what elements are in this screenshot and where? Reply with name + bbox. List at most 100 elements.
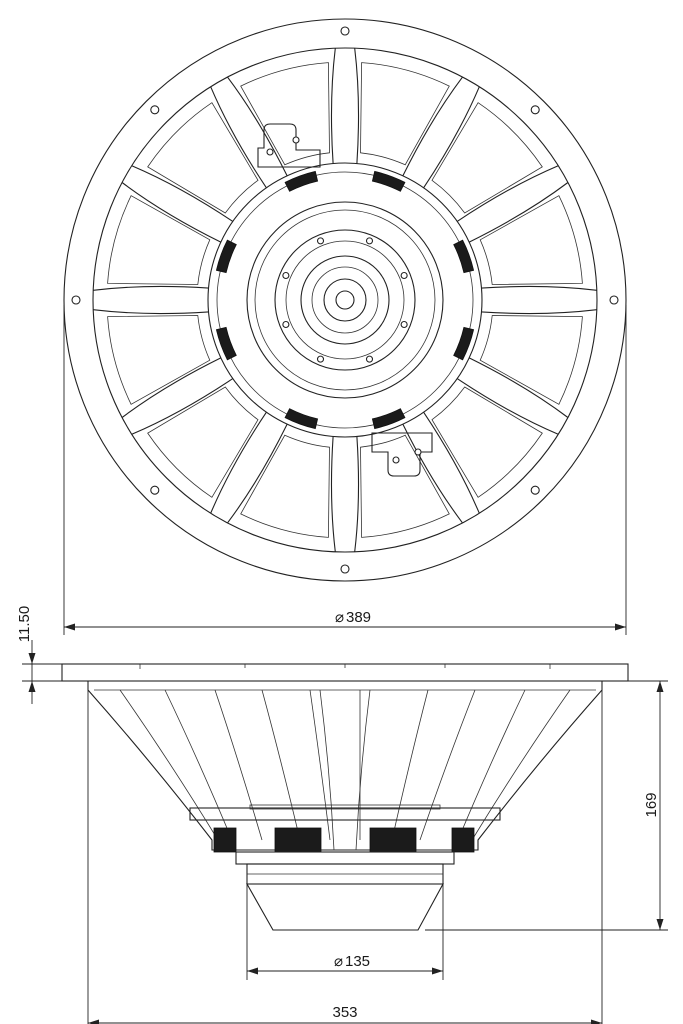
basket-window xyxy=(240,62,330,166)
side-spokes xyxy=(119,689,571,851)
spoke-edge xyxy=(330,48,336,164)
vent-slot xyxy=(453,239,475,274)
arrow-right xyxy=(615,623,626,631)
overall-depth-label: 169 xyxy=(643,792,660,817)
side-spoke xyxy=(214,689,263,841)
pole-ring xyxy=(300,255,390,345)
front-view: ⌀ 389 xyxy=(63,18,627,635)
side-spoke xyxy=(261,689,301,841)
basket-window xyxy=(360,434,450,538)
vent-slot xyxy=(371,170,406,192)
arrow-left xyxy=(64,623,75,631)
basket-window xyxy=(240,434,330,538)
back-plate-holes xyxy=(282,237,408,363)
mounting-hole xyxy=(530,485,540,495)
spoke-edge xyxy=(93,285,209,291)
spoke-edge xyxy=(423,86,480,189)
magnet-ring xyxy=(254,209,436,391)
side-spoke xyxy=(391,689,429,841)
basket-outline xyxy=(87,681,603,851)
pole-vent-hole xyxy=(335,290,355,310)
vent-slots xyxy=(215,170,475,430)
frame-inner-rim xyxy=(92,47,598,553)
plate-hole xyxy=(400,320,408,329)
side-vent xyxy=(369,827,417,853)
frame-diameter-label: 389 xyxy=(346,609,371,626)
spoke-edge xyxy=(402,423,463,524)
side-vent xyxy=(451,827,475,853)
side-spoke xyxy=(164,689,233,841)
spoke-edge xyxy=(402,76,463,177)
flange-thickness-label: 11.50 xyxy=(16,606,33,642)
spoke-edge xyxy=(227,76,288,177)
plate-hole xyxy=(400,271,408,280)
terminal-top xyxy=(257,123,321,168)
spider-ledge xyxy=(189,807,501,821)
mounting-hole xyxy=(609,295,619,305)
side-spoke xyxy=(457,689,526,841)
mounting-hole xyxy=(150,105,160,115)
vent-slot xyxy=(453,326,475,361)
magnet-outer xyxy=(246,201,444,399)
spoke-edge xyxy=(131,378,234,435)
basket-window xyxy=(147,102,259,214)
spoke-edge xyxy=(210,411,267,514)
plate-hole xyxy=(316,237,325,245)
mounting-hole xyxy=(150,485,160,495)
spoke-edge xyxy=(210,86,267,189)
spoke-edge xyxy=(131,165,234,222)
vent-slot xyxy=(284,408,319,430)
basket-window xyxy=(479,195,583,285)
mounting-hole xyxy=(340,26,350,36)
magnet-top-plate xyxy=(235,851,455,865)
mounting-hole xyxy=(71,295,81,305)
vent-slot xyxy=(371,408,406,430)
mounting-hole xyxy=(340,564,350,574)
pole-vent xyxy=(323,278,367,322)
spoke-edge xyxy=(456,165,559,222)
side-spoke xyxy=(471,689,571,841)
back-plate-inner xyxy=(285,240,405,360)
spoke-edge xyxy=(354,48,360,164)
side-spoke xyxy=(309,689,331,841)
side-vent xyxy=(274,827,322,853)
spoke-edge xyxy=(227,423,288,524)
spoke-edge xyxy=(330,436,336,552)
side-vent xyxy=(213,827,237,853)
mounting-hole xyxy=(530,105,540,115)
magnet-diameter-label: 135 xyxy=(345,953,370,970)
basket-width-label: 353 xyxy=(332,1004,357,1021)
terminal-bottom xyxy=(371,432,433,477)
spoke-edge xyxy=(93,309,209,315)
basket-spokes xyxy=(93,48,597,552)
basket-window xyxy=(431,386,543,498)
frame-diameter-symbol: ⌀ xyxy=(335,609,344,626)
plate-hole xyxy=(316,355,325,363)
back-plate xyxy=(274,229,416,371)
plate-hole xyxy=(365,355,374,363)
basket-window xyxy=(360,62,450,166)
spider-ring-inner xyxy=(216,171,474,429)
spoke-edge xyxy=(121,182,222,243)
spoke-edge xyxy=(423,411,480,514)
spoke-edge xyxy=(456,378,559,435)
spoke-edge xyxy=(121,357,222,418)
side-spoke xyxy=(119,689,219,841)
side-spoke xyxy=(419,689,476,841)
vent-slot xyxy=(284,170,319,192)
basket-window xyxy=(479,315,583,405)
basket-window xyxy=(431,102,543,214)
spider-ring-outer xyxy=(207,162,483,438)
plate-hole xyxy=(282,271,290,280)
vent-slot xyxy=(215,326,237,361)
vent-slot xyxy=(215,239,237,274)
mounting-holes xyxy=(71,26,619,574)
side-view: 169 11.50 ⌀ 135 353 xyxy=(16,606,668,1024)
plate-hole xyxy=(365,237,374,245)
spoke-edge xyxy=(468,357,569,418)
basket-windows xyxy=(107,62,583,538)
basket-window xyxy=(107,195,211,285)
pole-ring-inner xyxy=(311,266,379,334)
back-plate-side xyxy=(246,883,444,931)
